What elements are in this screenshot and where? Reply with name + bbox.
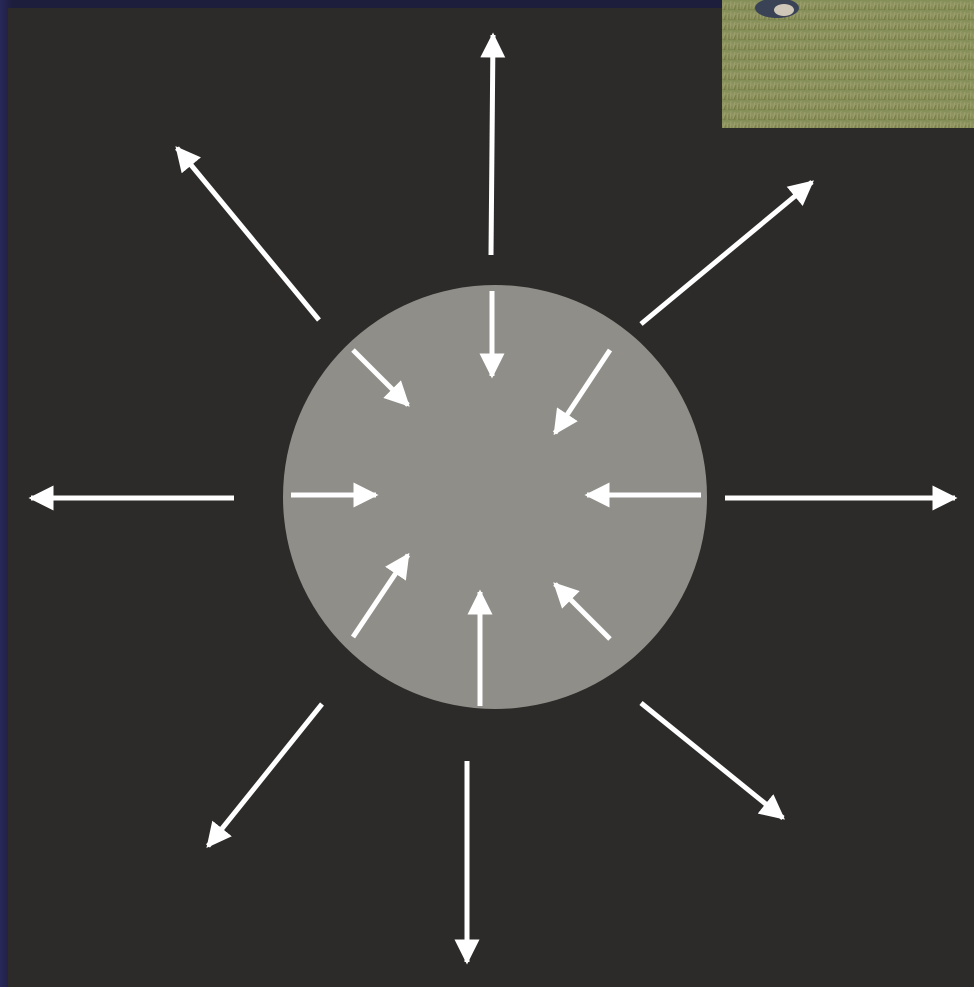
outward-arrow-se — [641, 703, 783, 818]
outward-arrow-sw — [208, 704, 322, 846]
outward-arrow-nw — [177, 148, 319, 320]
outward-arrow-ne — [641, 182, 812, 324]
outward-arrow-n — [491, 35, 493, 255]
